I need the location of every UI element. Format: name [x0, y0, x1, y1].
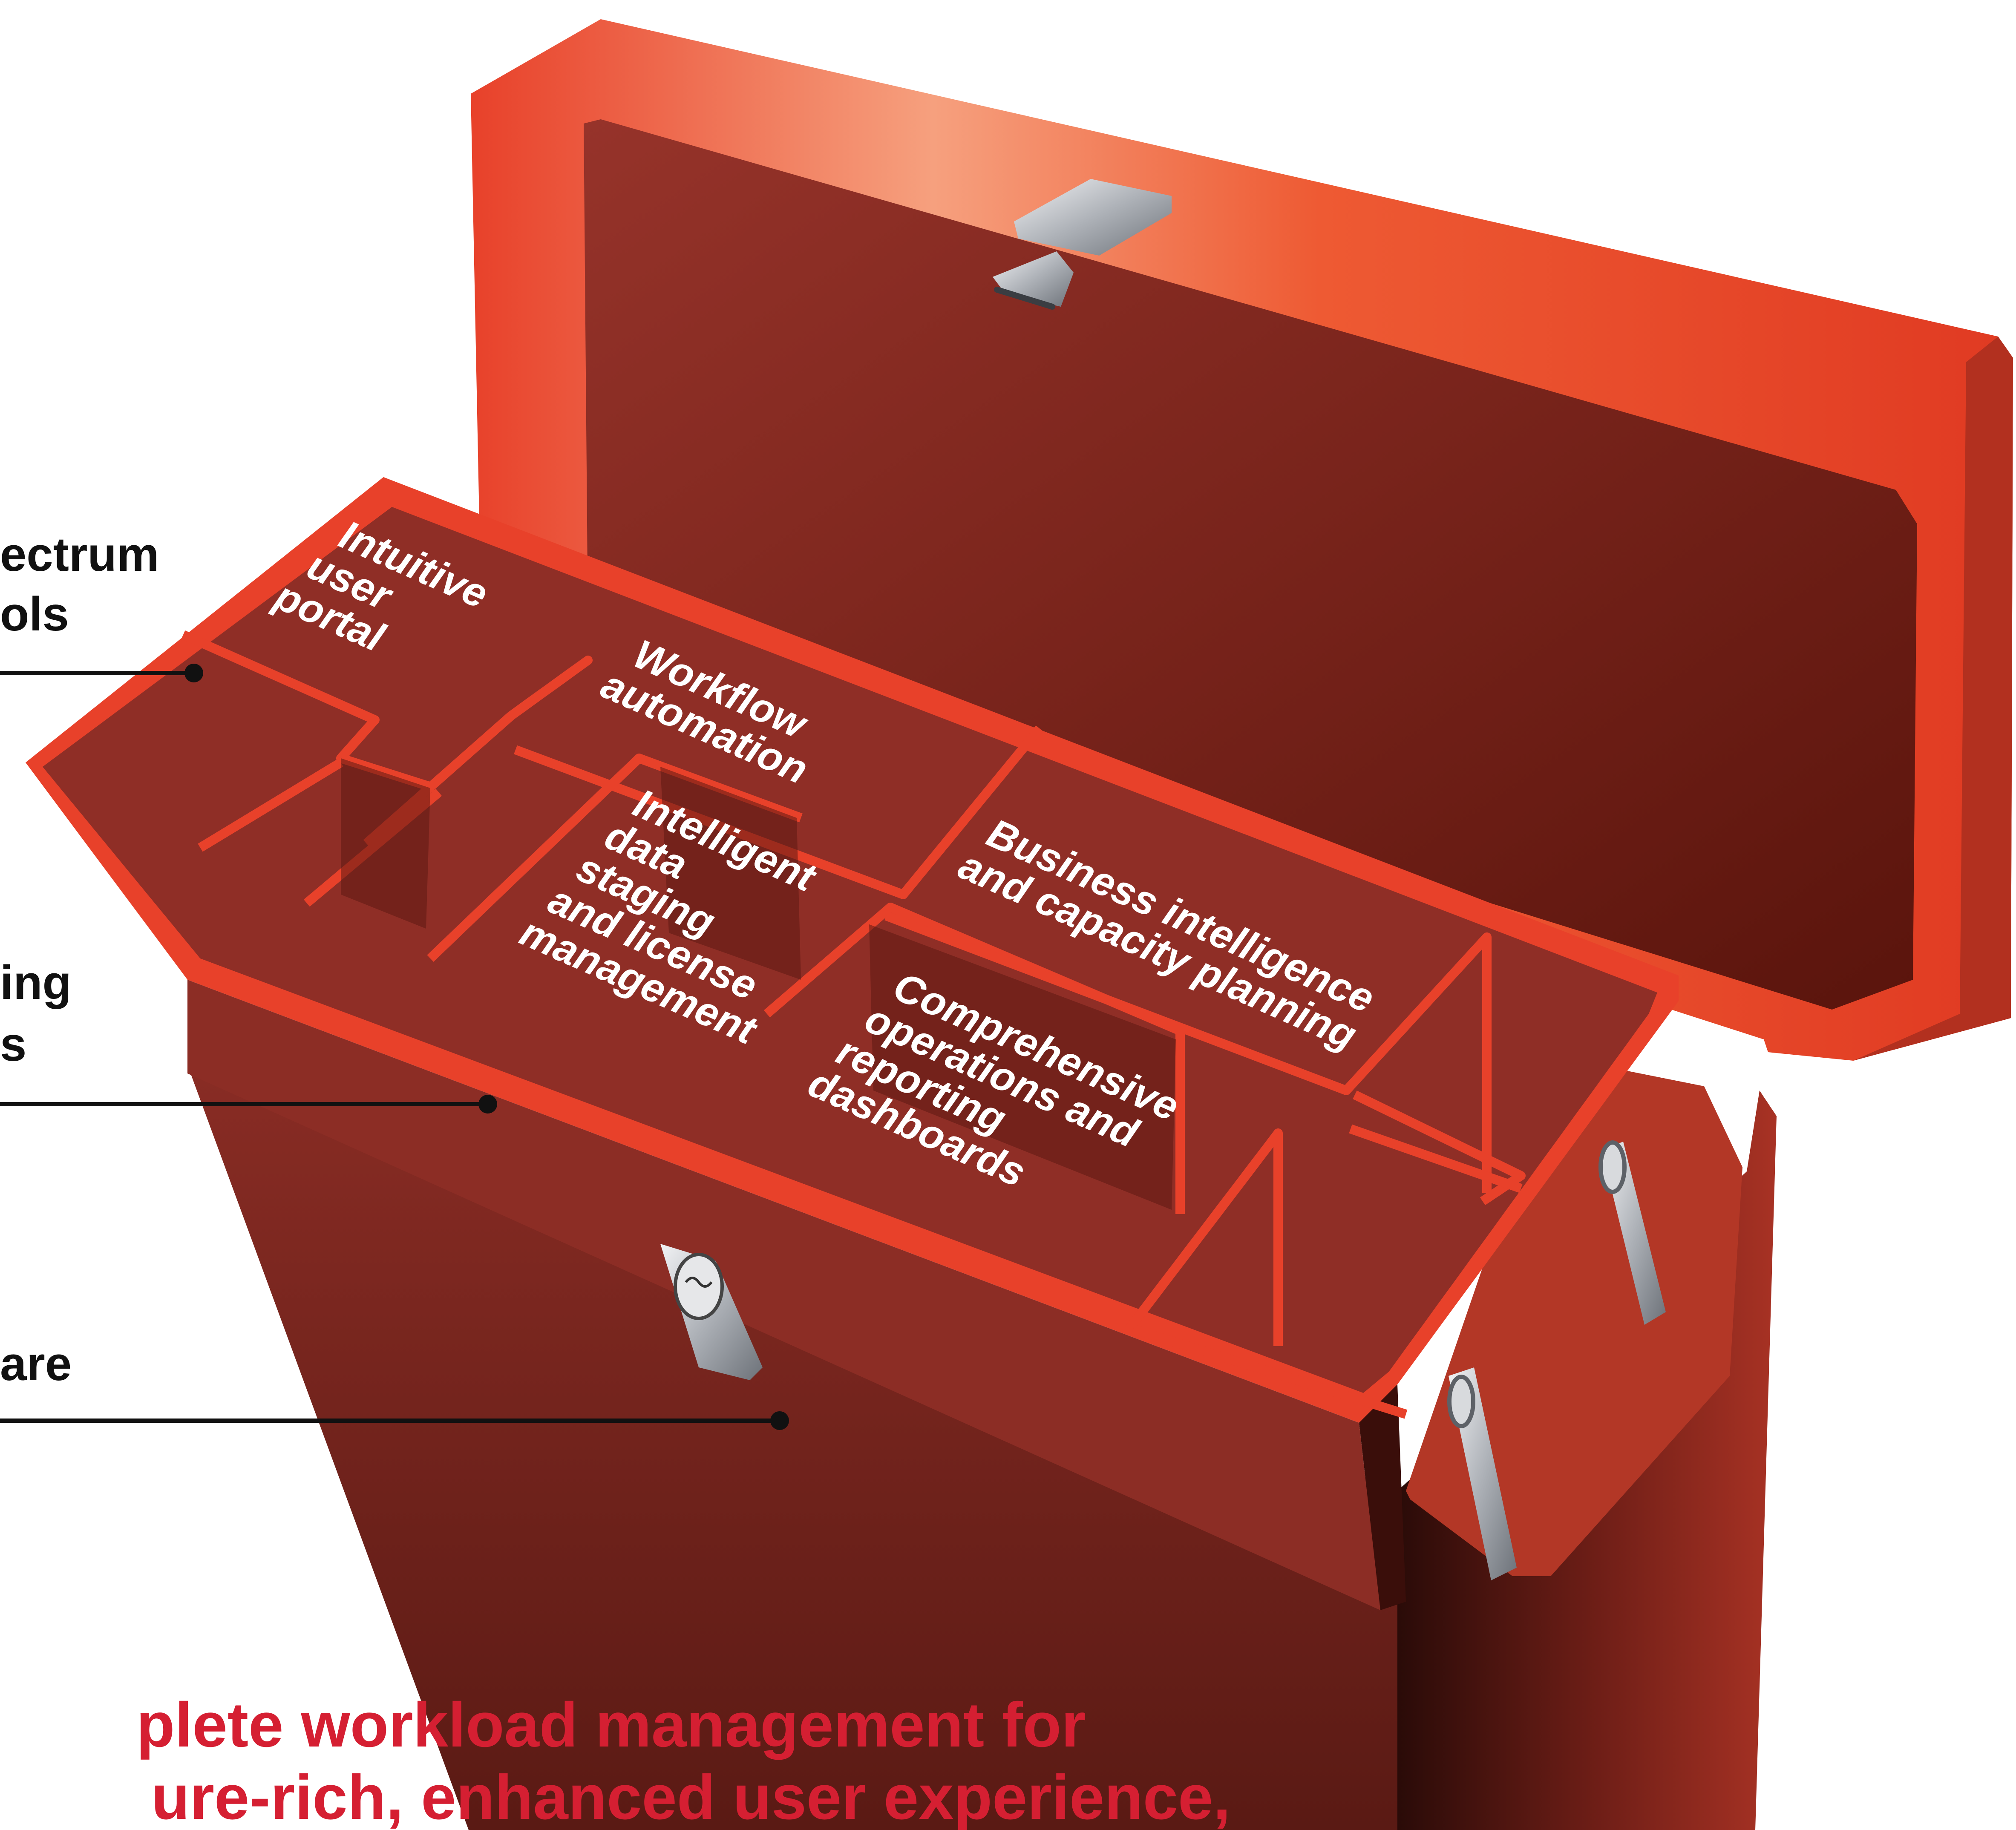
tagline-line-1: plete workload management for: [136, 1690, 1086, 1760]
side-label-3-line-1: are: [0, 1337, 72, 1390]
handle-icon: [1447, 1140, 1666, 1580]
tray: [26, 477, 1679, 1610]
lid-latch-icon: [993, 179, 1172, 310]
lid-inner: [584, 119, 1917, 1010]
leader-dot-3: [770, 1411, 789, 1430]
side-label-1-line-1: ectrum: [0, 528, 159, 581]
lock-icon: [660, 1244, 763, 1380]
lid: [471, 19, 2013, 1061]
side-label-2-line-2: s: [0, 1018, 26, 1071]
side-label-2-line-1: ing: [0, 956, 72, 1009]
lid-side: [1853, 337, 2013, 1061]
tray-dividers: [181, 630, 1526, 1419]
leader-dot-1: [184, 664, 203, 682]
side-label-1-line-2: ols: [0, 587, 69, 641]
leader-lines: [0, 664, 789, 1430]
tray-front: [187, 980, 1380, 1610]
leader-dot-2: [478, 1095, 497, 1114]
tagline-line-2: ure-rich, enhanced user experience,: [151, 1762, 1231, 1830]
